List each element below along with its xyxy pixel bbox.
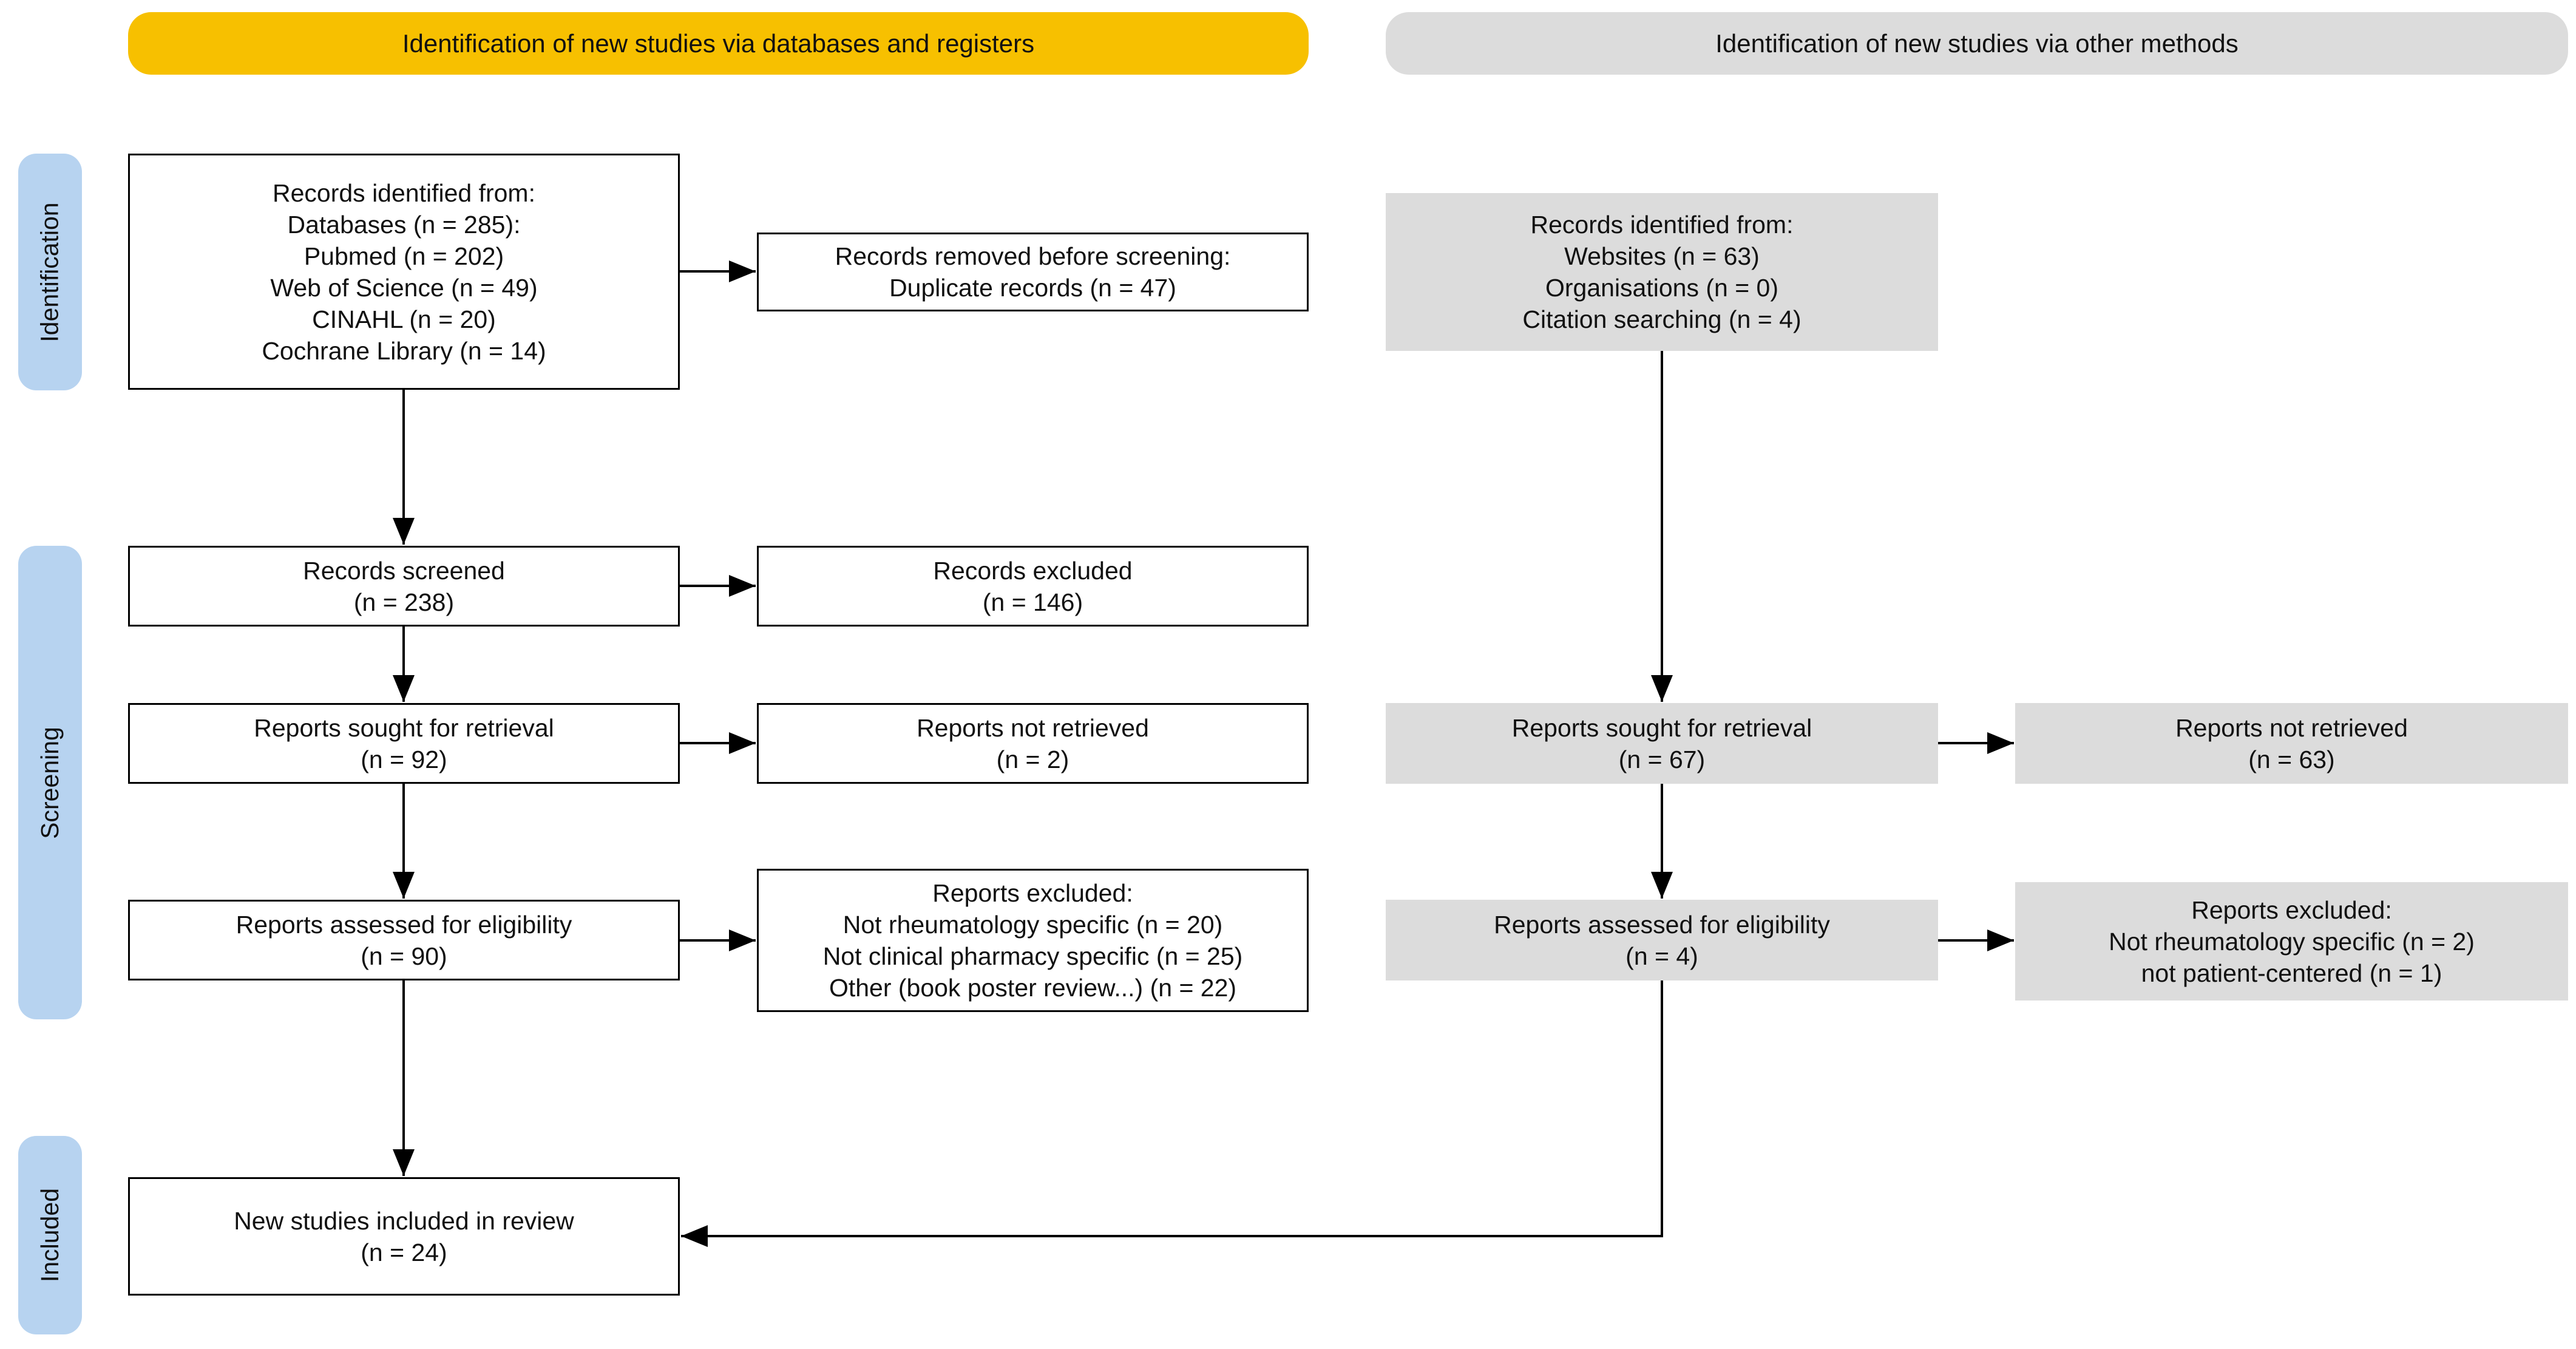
other-methods-section-header: Identification of new studies via other … <box>1386 12 2568 75</box>
box-title: Reports assessed for eligibility <box>1494 910 1830 939</box>
box-line: (n = 67) <box>1618 745 1706 773</box>
other-records-identified-box: Records identified from: Websites (n = 6… <box>1386 193 1938 351</box>
box-line: Databases (n = 285): <box>287 210 521 239</box>
box-title: Records screened <box>303 556 505 585</box>
box-line: Organisations (n = 0) <box>1545 274 1778 302</box>
db-reports-excluded-box: Reports excluded: Not rheumatology speci… <box>757 869 1309 1012</box>
phase-label-identification: Identification <box>18 154 82 390</box>
box-title: Reports excluded: <box>2191 895 2392 924</box>
db-studies-included-box: New studies included in review (n = 24) <box>128 1177 680 1296</box>
box-title: New studies included in review <box>234 1206 574 1235</box>
box-title: Records excluded <box>933 556 1133 585</box>
box-line: Web of Science (n = 49) <box>270 273 538 302</box>
db-records-identified-box: Records identified from: Databases (n = … <box>128 154 680 390</box>
db-reports-sought-box: Reports sought for retrieval (n = 92) <box>128 703 680 784</box>
box-title: Reports not retrieved <box>2175 713 2408 742</box>
box-line: CINAHL (n = 20) <box>312 305 496 333</box>
phase-label-included: Included <box>18 1136 82 1334</box>
other-methods-section-header-text: Identification of new studies via other … <box>1715 29 2239 58</box>
db-records-removed-box: Records removed before screening: Duplic… <box>757 233 1309 311</box>
box-title: Reports excluded: <box>932 879 1133 907</box>
box-title: Records identified from: <box>273 178 535 207</box>
box-line: (n = 4) <box>1625 942 1698 970</box>
box-title: Reports sought for retrieval <box>1511 713 1812 742</box>
db-records-screened-box: Records screened (n = 238) <box>128 546 680 627</box>
other-reports-not-retrieved-box: Reports not retrieved (n = 63) <box>2015 703 2568 784</box>
box-line: Duplicate records (n = 47) <box>889 274 1176 302</box>
box-line: Pubmed (n = 202) <box>303 242 504 270</box>
box-line: (n = 146) <box>982 588 1083 616</box>
box-line: Not rheumatology specific (n = 20) <box>842 911 1223 939</box>
other-reports-sought-box: Reports sought for retrieval (n = 67) <box>1386 703 1938 784</box>
box-line: Not rheumatology specific (n = 2) <box>2109 927 2475 956</box>
box-line: (n = 2) <box>996 745 1069 773</box>
db-reports-assessed-box: Reports assessed for eligibility (n = 90… <box>128 900 680 980</box>
box-title: Reports sought for retrieval <box>254 713 554 742</box>
box-title: Reports not retrieved <box>917 713 1149 742</box>
box-line: Citation searching (n = 4) <box>1522 305 1802 333</box>
box-title: Reports assessed for eligibility <box>236 910 572 939</box>
databases-section-header: Identification of new studies via databa… <box>128 12 1309 75</box>
box-line: not patient-centered (n = 1) <box>2141 959 2442 987</box>
box-line: Other (book poster review...) (n = 22) <box>829 974 1237 1002</box>
box-line: (n = 63) <box>2248 745 2335 773</box>
other-reports-assessed-box: Reports assessed for eligibility (n = 4) <box>1386 900 1938 980</box>
other-reports-excluded-box: Reports excluded: Not rheumatology speci… <box>2015 882 2568 1001</box>
box-line: (n = 90) <box>361 942 447 970</box>
box-line: Not clinical pharmacy specific (n = 25) <box>822 942 1243 970</box>
box-line: Cochrane Library (n = 14) <box>262 336 546 365</box>
db-reports-not-retrieved-box: Reports not retrieved (n = 2) <box>757 703 1309 784</box>
arrow-other-assessed-to-included <box>681 980 1663 1247</box>
box-line: (n = 238) <box>353 588 455 616</box>
box-line: Websites (n = 63) <box>1564 242 1760 270</box>
box-line: (n = 24) <box>361 1238 447 1266</box>
box-title: Records removed before screening: <box>835 242 1231 270</box>
phase-label-screening: Screening <box>18 546 82 1019</box>
box-title: Records identified from: <box>1530 211 1794 239</box>
box-line: (n = 92) <box>361 745 447 773</box>
databases-section-header-text: Identification of new studies via databa… <box>402 29 1035 58</box>
db-records-excluded-box: Records excluded (n = 146) <box>757 546 1309 627</box>
